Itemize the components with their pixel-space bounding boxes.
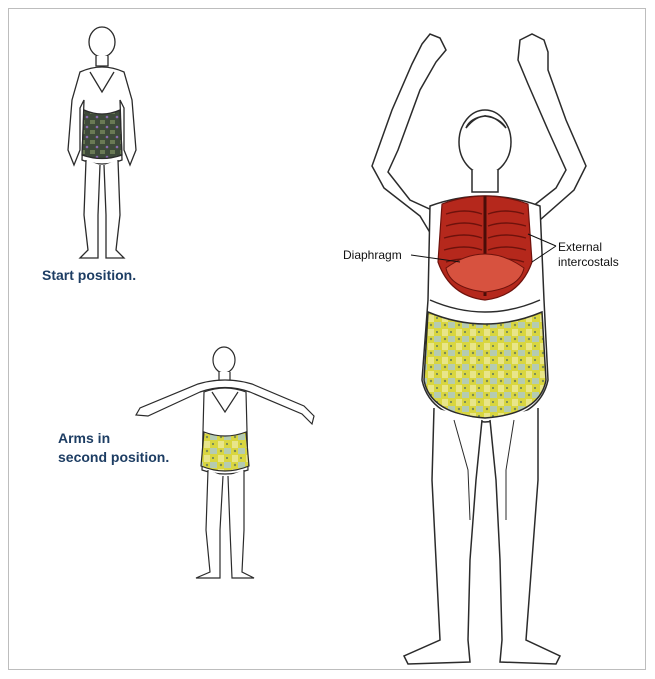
right-leg <box>228 470 254 578</box>
leotard <box>82 110 122 159</box>
left-leg <box>80 160 100 258</box>
figure-arms-raised <box>372 34 586 664</box>
label-external-intercostals: External intercostals <box>558 240 619 270</box>
figure-start-position <box>68 27 136 258</box>
head <box>89 27 115 57</box>
label-diaphragm: Diaphragm <box>343 248 402 263</box>
caption-start-position: Start position. <box>42 266 136 285</box>
leotard <box>424 312 546 418</box>
left-leg <box>404 408 482 664</box>
caption-second-position: Arms in second position. <box>58 429 169 467</box>
head <box>459 110 511 174</box>
left-leg <box>196 470 223 578</box>
neck <box>472 170 498 192</box>
leotard <box>201 432 249 471</box>
right-leg <box>104 160 124 258</box>
right-leg <box>490 408 560 664</box>
head <box>213 347 235 373</box>
